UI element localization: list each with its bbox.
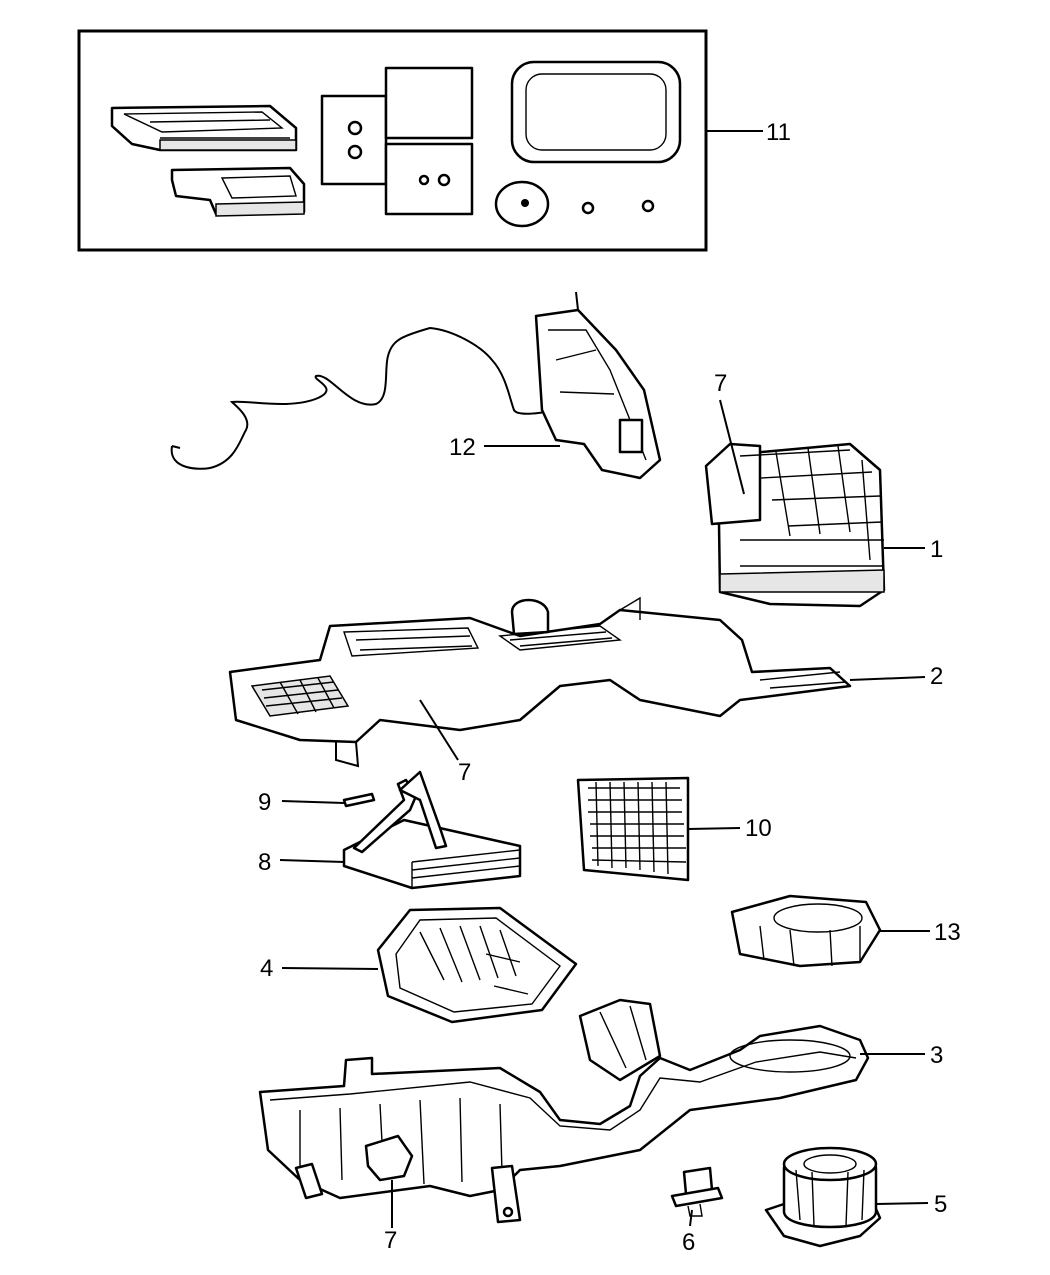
- grommet-small-b: [641, 199, 655, 213]
- callout-7c: 7: [384, 1227, 397, 1254]
- round-seal: [494, 180, 550, 228]
- distribution-housing: 7 1: [704, 370, 943, 608]
- blower-motor-resistor: 6: [670, 1166, 724, 1256]
- callout-12: 12: [449, 434, 476, 461]
- filter-screen: 10: [576, 776, 772, 882]
- callout-7a: 7: [714, 370, 727, 397]
- callout-2: 2: [930, 663, 943, 690]
- temperature-sensor: 9: [258, 789, 376, 816]
- callout-5: 5: [934, 1191, 947, 1218]
- callout-7b: 7: [458, 759, 471, 786]
- callout-3: 3: [930, 1042, 943, 1069]
- tray-seal-upper: [110, 104, 298, 152]
- rectangular-gasket: [510, 60, 682, 164]
- heater-core: 8: [258, 770, 522, 890]
- foam-pad-set: [320, 66, 474, 216]
- callout-8: 8: [258, 849, 271, 876]
- callout-11: 11: [766, 119, 791, 146]
- callout-6: 6: [682, 1229, 695, 1256]
- tray-seal-lower: [170, 166, 306, 217]
- callout-4: 4: [260, 955, 273, 982]
- lower-hvac-housing: 7 3: [258, 998, 943, 1254]
- seal-kit-group: 11: [77, 29, 791, 252]
- blower-motor: 5: [764, 1146, 947, 1248]
- callout-9: 9: [258, 789, 271, 816]
- callout-10: 10: [745, 815, 772, 842]
- grommet-small-a: [581, 201, 595, 215]
- wire-harness: 12: [170, 291, 662, 480]
- upper-hvac-housing: 7 2: [228, 596, 943, 786]
- evaporator-core: 4: [260, 906, 578, 1024]
- callout-1: 1: [930, 536, 943, 563]
- blower-housing-ring: 13: [730, 894, 961, 968]
- callout-13: 13: [934, 919, 961, 946]
